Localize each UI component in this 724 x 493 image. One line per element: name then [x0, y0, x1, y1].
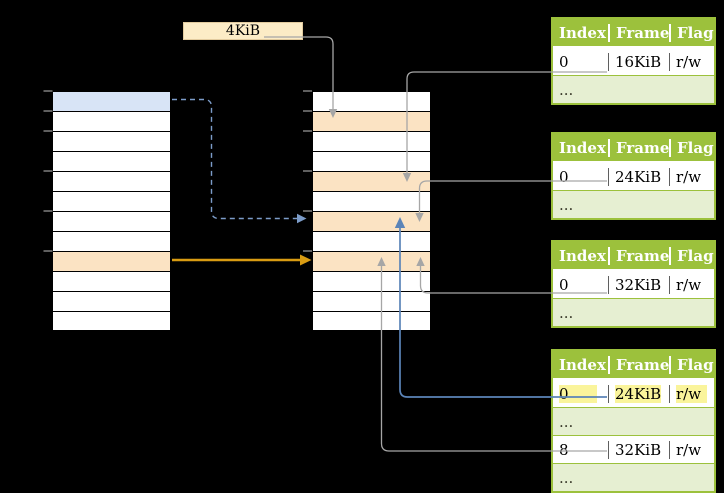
table-row-ellipsis: ...: [553, 75, 714, 103]
cell-flags: r/w: [669, 440, 714, 459]
memory-row: [53, 212, 170, 232]
cell-frame: 24KiB: [608, 384, 669, 403]
cell-index: 0: [553, 384, 608, 403]
cell-index: 0: [559, 52, 569, 71]
memory-row: [53, 272, 170, 292]
header-frame: Frame: [608, 246, 669, 265]
memory-row: [313, 312, 430, 332]
arrow-right-icon: [297, 213, 307, 224]
cell-flags: r/w: [669, 52, 714, 71]
connector-bluepage-to-pagetable: [172, 98, 297, 220]
cell-index: ...: [559, 303, 574, 322]
page-table-4-header: Index Frame Flags: [553, 351, 714, 380]
memory-row-orange: [313, 212, 430, 232]
page-size-label: 4KiB: [183, 22, 303, 40]
cell-flags: r/w: [669, 167, 714, 186]
header-frame: Frame: [608, 138, 669, 157]
cell-flags: r/w: [669, 384, 714, 403]
memory-row: [313, 192, 430, 212]
memory-row: [313, 292, 430, 312]
memory-row-orange: [313, 252, 430, 272]
header-index: Index: [559, 355, 606, 374]
memory-row: [313, 92, 430, 112]
table-row-ellipsis: ...: [553, 190, 714, 218]
memory-row: [53, 172, 170, 192]
dashed-arrowhead-icon: [297, 213, 307, 224]
page-table-1: Index Frame Flags 0 16KiB r/w ...: [551, 17, 716, 105]
memory-row: [53, 232, 170, 252]
memory-row-orange: [53, 252, 170, 272]
table-row-ellipsis: ...: [553, 463, 714, 491]
memory-row-orange: [313, 172, 430, 192]
header-index: Index: [559, 246, 606, 265]
page-size-label-text: 4KiB: [225, 23, 261, 39]
cell-frame: 32KiB: [608, 275, 669, 294]
cell-index: ...: [559, 195, 574, 214]
cell-index: ...: [559, 468, 574, 487]
orange-arrowhead-icon: [300, 254, 312, 266]
memory-row: [53, 132, 170, 152]
header-frame: Frame: [608, 23, 669, 42]
page-table-2-header: Index Frame Flags: [553, 134, 714, 163]
memory-row: [53, 192, 170, 212]
cell-index: 8: [559, 440, 569, 459]
cell-frame: 32KiB: [608, 440, 669, 459]
memory-row: [313, 132, 430, 152]
page-table-2: Index Frame Flags 0 24KiB r/w ...: [551, 132, 716, 220]
memory-row-orange: [313, 112, 430, 132]
cell-flags: r/w: [669, 275, 714, 294]
dashed-translation-line: [172, 98, 297, 220]
header-frame: Frame: [608, 355, 669, 374]
arrow-right-icon: [300, 254, 312, 266]
memory-row-blue: [53, 92, 170, 112]
memory-row: [53, 152, 170, 172]
memory-row: [313, 272, 430, 292]
table-row: 8 32KiB r/w: [553, 435, 714, 463]
memory-row: [53, 312, 170, 332]
header-flags: Flags: [669, 355, 714, 374]
table-row-ellipsis: ...: [553, 298, 714, 326]
header-index: Index: [559, 23, 606, 42]
physical-memory-column: [312, 91, 431, 331]
table-row-highlighted: 0 24KiB r/w: [553, 380, 714, 407]
cell-index: 0: [559, 275, 569, 294]
memory-row: [53, 112, 170, 132]
memory-row: [53, 292, 170, 312]
cell-index: ...: [559, 80, 574, 99]
cell-frame: 16KiB: [608, 52, 669, 71]
page-table-4: Index Frame Flags 0 24KiB r/w ... 8 32Ki…: [551, 349, 716, 493]
cell-index: ...: [559, 412, 574, 431]
highlight: 0: [559, 384, 597, 403]
cell-frame: 24KiB: [608, 167, 669, 186]
page-table-diagram: { "label_4kib": "4KiB", "colors": { "bac…: [43, 17, 716, 493]
header-flags: Flags: [669, 23, 714, 42]
memory-row: [313, 232, 430, 252]
table-row: 0 24KiB r/w: [553, 163, 714, 190]
header-flags: Flags: [669, 138, 714, 157]
header-index: Index: [559, 138, 606, 157]
page-table-3: Index Frame Flags 0 32KiB r/w ...: [551, 240, 716, 328]
header-flags: Flags: [669, 246, 714, 265]
table-row-ellipsis: ...: [553, 407, 714, 435]
page-table-3-header: Index Frame Flags: [553, 242, 714, 271]
table-row: 0 32KiB r/w: [553, 271, 714, 298]
memory-row: [313, 152, 430, 172]
highlight: 24KiB: [615, 384, 662, 403]
table-row: 0 16KiB r/w: [553, 48, 714, 75]
highlight: r/w: [676, 384, 707, 403]
virtual-memory-column: [52, 91, 171, 331]
page-table-1-header: Index Frame Flags: [553, 19, 714, 48]
cell-index: 0: [559, 167, 569, 186]
